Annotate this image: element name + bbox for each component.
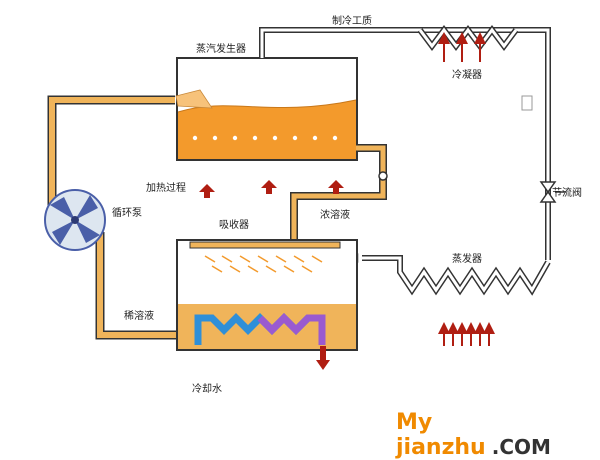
label-strong-solution: 浓溶液	[320, 208, 350, 221]
cooling-water-coil	[194, 313, 326, 345]
label-pump: 循环泵	[112, 206, 142, 219]
refrigerant-pipe	[259, 27, 551, 95]
condenser-coil	[417, 25, 519, 62]
label-refrigerant: 制冷工质	[332, 14, 372, 27]
label-absorber: 吸收器	[219, 218, 249, 231]
label-generator: 蒸汽发生器	[196, 42, 246, 55]
heat-input-arrows-icon	[438, 322, 495, 346]
absorption-refrigeration-diagram: 制冷工质 蒸汽发生器 冷凝器 加热过程 节流阀 循环泵 吸收器 浓溶液 蒸发器 …	[44, 14, 582, 395]
label-condenser: 冷凝器	[452, 68, 482, 81]
absorber-vessel	[176, 239, 358, 351]
watermark-com: .COM	[491, 435, 551, 459]
heat-arrow-icon	[199, 180, 344, 198]
fan-icon	[44, 189, 106, 251]
watermark-my: My	[396, 410, 433, 435]
strong-solution-pipe	[290, 144, 388, 244]
watermark-logo: My jianzhu.COM	[396, 410, 586, 460]
label-throttle: 节流阀	[552, 186, 582, 199]
valve-icon	[539, 181, 566, 203]
label-evaporator: 蒸发器	[452, 252, 482, 265]
label-heating: 加热过程	[146, 181, 186, 194]
generator-vessel	[175, 57, 358, 161]
label-cooling-water: 冷却水	[192, 382, 222, 395]
evaporator-coil	[344, 253, 551, 296]
solution-loop-pipe	[47, 95, 178, 340]
label-weak-solution: 稀溶液	[124, 309, 154, 322]
watermark-site: jianzhu	[396, 435, 486, 460]
liquid-line	[521, 95, 551, 260]
cooling-water-arrow-icon	[316, 346, 330, 370]
